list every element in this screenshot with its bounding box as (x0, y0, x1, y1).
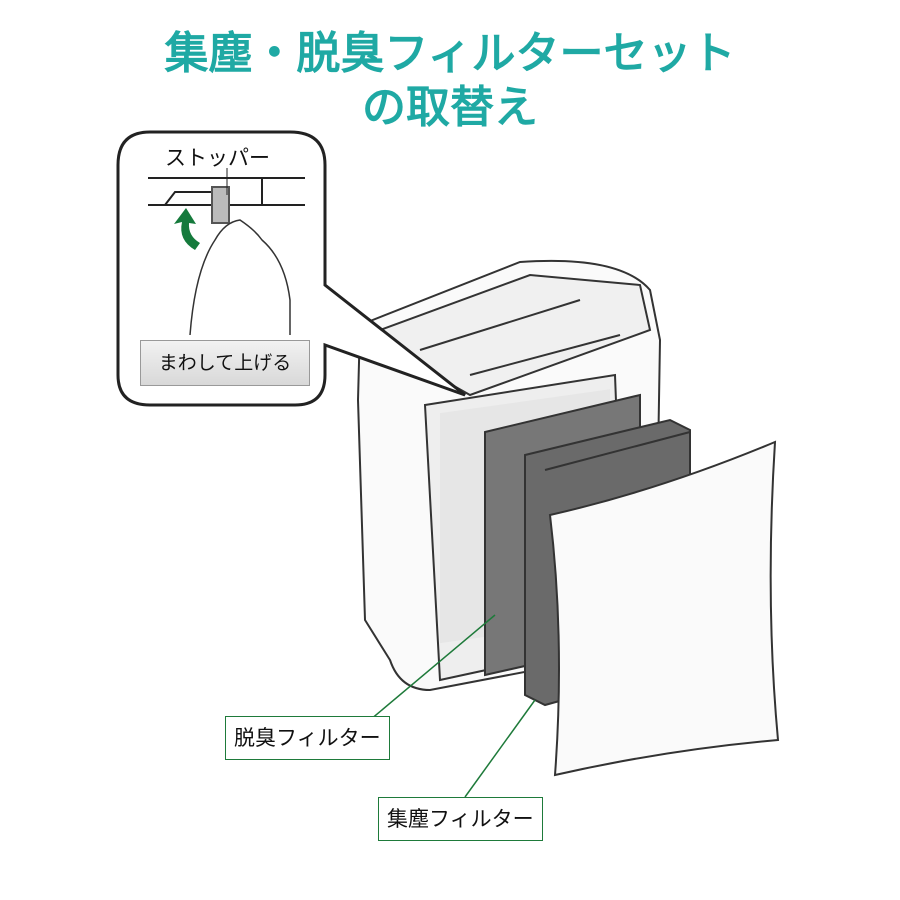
rotate-arrow-icon (174, 208, 200, 250)
dust-filter-label: 集塵フィルター (378, 797, 543, 841)
rotate-up-instruction: まわして上げる (140, 340, 310, 386)
title-line-2: の取替え (362, 82, 538, 133)
callout-bubble (116, 130, 466, 407)
leader-line-deodorizing (369, 614, 496, 721)
hand-drawing (189, 219, 291, 336)
deodorizing-filter-label: 脱臭フィルター (225, 716, 390, 760)
front-panel (548, 440, 780, 777)
stopper-detail (148, 168, 305, 224)
leader-line-dust (464, 699, 536, 798)
title-line-1: 集塵・脱臭フィルターセット (164, 28, 736, 79)
stopper-label: ストッパー (165, 146, 270, 170)
